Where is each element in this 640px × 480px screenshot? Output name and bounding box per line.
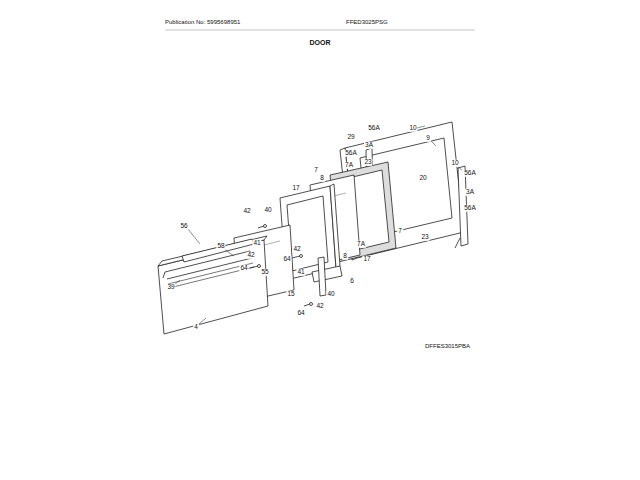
header-text: Publication No: 5995698951 [165, 19, 240, 25]
page-title: DOOR [310, 39, 331, 46]
callout-number: 8 [319, 175, 325, 182]
callout-number: 42 [292, 246, 301, 253]
callout-number: 7 [397, 228, 403, 235]
callout-number: 3A [465, 189, 475, 196]
callout-number: 56A [463, 170, 477, 177]
callout-number: 8 [342, 253, 348, 260]
callout-number: 29 [346, 134, 355, 141]
callout-number: 56A [344, 150, 358, 157]
header-text: FFED3025PSG [346, 19, 388, 25]
callout-number: 39 [166, 284, 175, 291]
diagram-code: DFFES3015PBA [425, 343, 470, 349]
callout-number: 42 [315, 303, 324, 310]
callout-number: 64 [239, 265, 248, 272]
callout-number: 64 [296, 310, 305, 317]
leader-line [174, 126, 462, 324]
callout-number: 3A [364, 142, 374, 149]
callout-number: 41 [252, 240, 261, 247]
callout-number: 17 [362, 256, 371, 263]
callout-number: 20 [418, 175, 427, 182]
callout-number: 17 [291, 185, 300, 192]
callout-number: 4 [193, 324, 199, 331]
callout-number: 6 [349, 278, 355, 285]
callout-number: 41 [296, 269, 305, 276]
callout-number: 56A [367, 125, 381, 132]
callout-number: 10 [450, 160, 459, 167]
outer-door-panel [158, 236, 268, 334]
callout-number: 7 [313, 167, 319, 174]
callout-number: 23 [363, 159, 372, 166]
callout-number: 40 [263, 207, 272, 214]
callout-number: 23 [420, 234, 429, 241]
callout-number: 42 [242, 208, 251, 215]
callout-number: 15 [286, 291, 295, 298]
callout-number: 9 [425, 135, 431, 142]
callout-number: 7A [344, 162, 354, 169]
callout-number: 58 [216, 243, 225, 250]
callout-number: 10 [408, 125, 417, 132]
callout-number: 64 [282, 256, 291, 263]
callout-number: 7A [356, 241, 366, 248]
screw [250, 225, 313, 307]
header-rule [165, 30, 475, 31]
callout-number: 56A [463, 205, 477, 212]
callout-number: 40 [326, 291, 335, 298]
callout-number: 55 [260, 269, 269, 276]
callout-number: 42 [246, 252, 255, 259]
callout-number: 56 [179, 223, 188, 230]
